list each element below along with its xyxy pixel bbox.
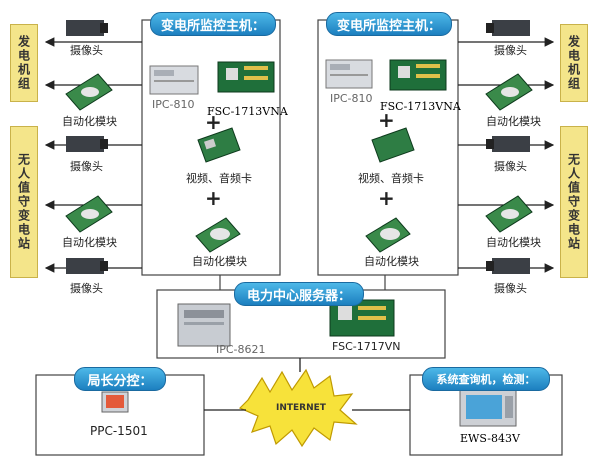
right-auto-2-label: 自动化模块 xyxy=(486,236,541,249)
camera-right-2-icon xyxy=(486,136,530,152)
right-camera-2-label: 摄像头 xyxy=(494,160,527,173)
left-camera-1-label: 摄像头 xyxy=(70,44,103,57)
left-auto-2-label: 自动化模块 xyxy=(62,236,117,249)
ews-843v-icon xyxy=(459,389,517,427)
ipc-810-left-icon xyxy=(149,65,199,95)
automation-module-left-1-icon xyxy=(65,73,113,111)
automation-module-right-2-icon xyxy=(485,195,533,233)
right-camera-1-label: 摄像头 xyxy=(494,44,527,57)
left-plus-2: + xyxy=(205,186,222,210)
left-camera-3-label: 摄像头 xyxy=(70,282,103,295)
camera-right-1-icon xyxy=(486,20,530,36)
av-card-left-icon xyxy=(197,127,241,163)
right-ipc-label: IPC-810 xyxy=(330,92,373,105)
fsc-board-right-icon xyxy=(389,59,447,91)
left-substation-label: 无人值守变电站 xyxy=(10,126,38,278)
right-plus-2: + xyxy=(378,186,395,210)
left-generator-label: 发电机组 xyxy=(10,24,38,102)
camera-right-3-icon xyxy=(486,258,530,274)
server-title: 电力中心服务器： xyxy=(234,282,364,306)
director-title: 局长分控： xyxy=(74,367,166,391)
right-substation-label: 无人值守变电站 xyxy=(560,126,588,278)
right-camera-3-label: 摄像头 xyxy=(494,282,527,295)
left-plus-1: + xyxy=(205,110,222,134)
fsc-1717vn-board-icon xyxy=(329,299,395,337)
camera-left-1-icon xyxy=(66,20,108,36)
ipc-8621-icon xyxy=(177,303,231,347)
left-auto-1-label: 自动化模块 xyxy=(62,115,117,128)
camera-left-3-icon xyxy=(66,258,108,274)
automation-module-right-icon xyxy=(365,217,411,253)
right-auto-1-label: 自动化模块 xyxy=(486,115,541,128)
right-card-label: 视频、音频卡 xyxy=(358,172,424,185)
ppc-1501-icon xyxy=(101,391,129,413)
camera-left-2-icon xyxy=(66,136,108,152)
query-title: 系统查询机，检测： xyxy=(422,367,550,391)
left-module-label: 自动化模块 xyxy=(192,255,247,268)
left-card-label: 视频、音频卡 xyxy=(186,172,252,185)
automation-module-right-1-icon xyxy=(485,73,533,111)
automation-module-left-icon xyxy=(195,217,241,253)
av-card-right-icon xyxy=(371,127,415,163)
fsc-board-left-icon xyxy=(217,61,275,93)
right-generator-label: 发电机组 xyxy=(560,24,588,102)
ppc-1501-label: PPC-1501 xyxy=(90,424,148,438)
server-ipc-label: IPC-8621 xyxy=(216,343,266,356)
ipc-810-right-icon xyxy=(325,59,373,89)
left-camera-2-label: 摄像头 xyxy=(70,160,103,173)
right-plus-1: + xyxy=(378,108,395,132)
right-board-label: FSC-1713VNA xyxy=(380,100,461,113)
ews-843v-label: EWS-843V xyxy=(460,432,520,445)
left-ipc-label: IPC-810 xyxy=(152,98,195,111)
server-board-label: FSC-1717VN xyxy=(332,340,401,353)
right-station-title: 变电所监控主机： xyxy=(326,12,452,36)
internet-label: INTERNET xyxy=(276,403,326,413)
automation-module-left-2-icon xyxy=(65,195,113,233)
left-board-label: FSC-1713VNA xyxy=(207,105,288,118)
left-station-title: 变电所监控主机： xyxy=(150,12,276,36)
internet-cloud-icon xyxy=(238,368,358,448)
right-module-label: 自动化模块 xyxy=(364,255,419,268)
